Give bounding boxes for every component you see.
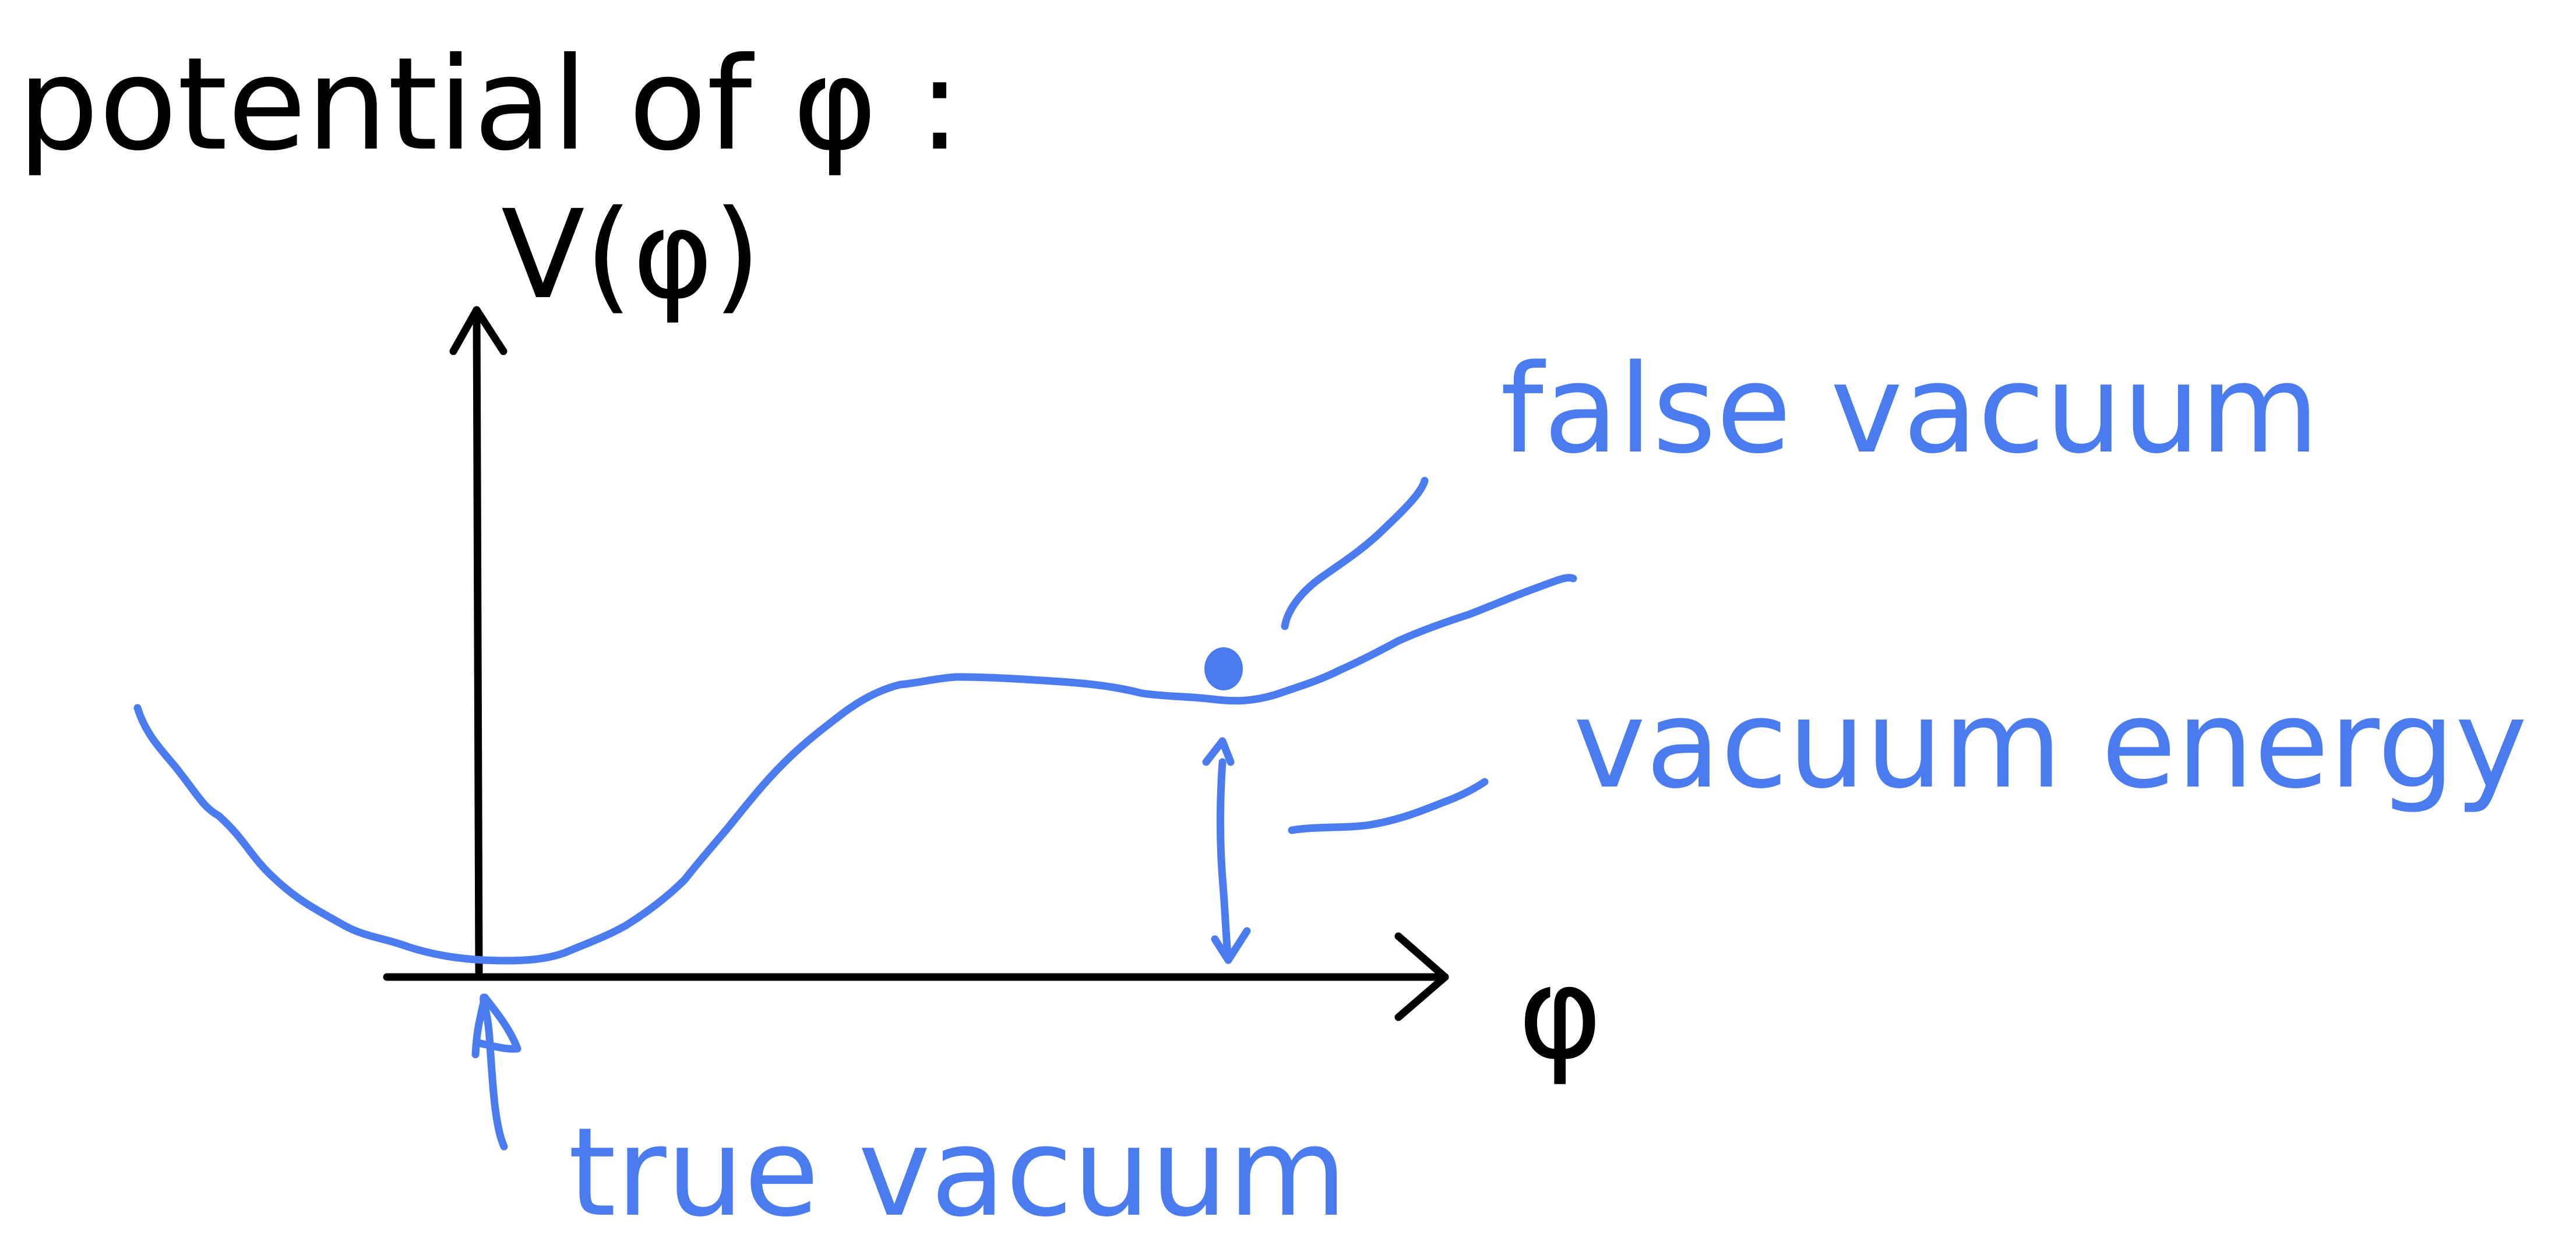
false-vacuum-ball bbox=[1204, 647, 1243, 690]
x-axis bbox=[383, 932, 1449, 1021]
vacuum-energy-leader bbox=[1288, 778, 1489, 834]
false-vacuum-label: false vacuum bbox=[1500, 338, 2320, 481]
y-axis-arrowhead bbox=[449, 306, 508, 355]
y-axis bbox=[449, 306, 508, 976]
y-axis-label: V(φ) bbox=[501, 184, 761, 326]
diagram-title: potential of φ : bbox=[17, 30, 961, 179]
potential-curve bbox=[133, 574, 1577, 965]
x-axis-arrowhead bbox=[1394, 932, 1449, 1021]
x-axis-label: φ bbox=[1518, 939, 1602, 1088]
true-vacuum-arrowhead bbox=[471, 993, 521, 1059]
true-vacuum-label: true vacuum bbox=[568, 1101, 1347, 1244]
true-vacuum-arrow bbox=[471, 993, 521, 1151]
vacuum-energy-arrowhead-top bbox=[1202, 737, 1235, 766]
false-vacuum-leader bbox=[1281, 477, 1429, 630]
vacuum-energy-arrowhead-bottom bbox=[1211, 927, 1251, 964]
vacuum-energy-arrow bbox=[1202, 737, 1251, 964]
vacuum-energy-label: vacuum energy bbox=[1573, 673, 2528, 816]
